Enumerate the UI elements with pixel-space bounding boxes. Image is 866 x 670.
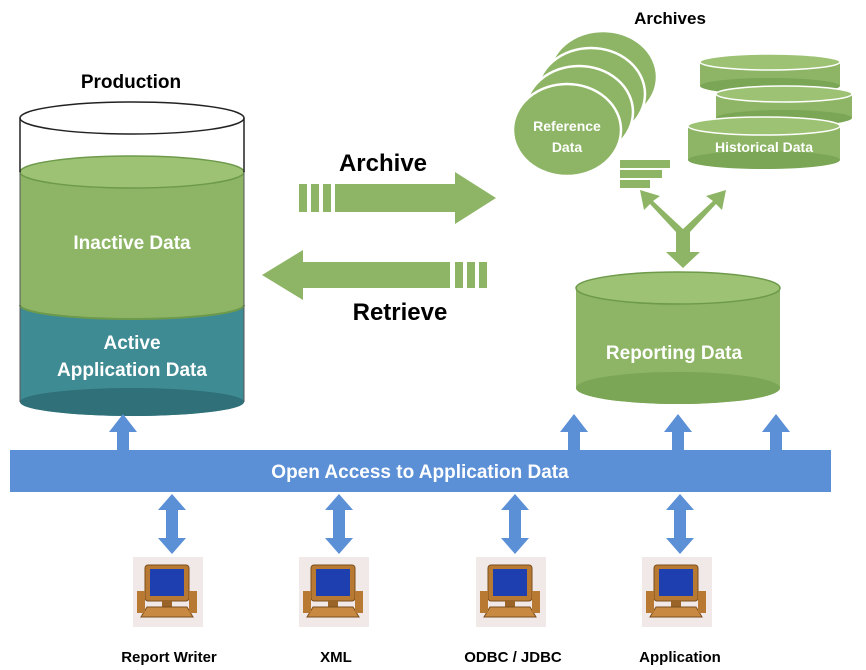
reference-data-label-line2: Data xyxy=(552,139,583,155)
open-access-bar xyxy=(10,450,831,492)
open-access-bar-label: Open Access to Application Data xyxy=(271,462,569,483)
client-label-application: Application xyxy=(639,649,721,666)
reference-data-discs xyxy=(511,29,670,188)
archives-title: Archives xyxy=(634,9,706,28)
production-title: Production xyxy=(81,72,181,93)
client-odbc-jdbc xyxy=(476,557,546,627)
active-data-segment xyxy=(20,305,244,416)
merge-arrow xyxy=(640,190,726,268)
active-data-label-line2: Application Data xyxy=(57,360,207,381)
archive-arrow xyxy=(299,172,496,224)
reference-data-label-line1: Reference xyxy=(533,118,601,134)
active-data-label-line1: Active xyxy=(103,333,160,354)
computer-icon xyxy=(642,557,712,627)
inactive-data-label: Inactive Data xyxy=(73,233,191,254)
reporting-data-cylinder xyxy=(575,271,781,404)
reporting-data-label: Reporting Data xyxy=(606,343,743,364)
client-xml xyxy=(299,557,369,627)
production-cylinder xyxy=(19,101,245,416)
inactive-data-segment xyxy=(20,172,244,319)
client-label-xml: XML xyxy=(320,649,352,666)
historical-data-stack xyxy=(687,53,853,169)
client-report-writer xyxy=(133,557,203,627)
client-connector-arrows xyxy=(158,494,694,554)
computer-icon xyxy=(476,557,546,627)
archive-arrow-label: Archive xyxy=(339,150,427,177)
computer-icon xyxy=(133,557,203,627)
historical-data-label: Historical Data xyxy=(715,139,813,155)
computer-icon xyxy=(299,557,369,627)
retrieve-arrow xyxy=(262,250,487,300)
retrieve-arrow-label: Retrieve xyxy=(353,299,448,326)
bar-up-arrows xyxy=(109,414,790,452)
client-label-report-writer: Report Writer xyxy=(121,649,217,666)
client-application xyxy=(642,557,712,627)
client-label-odbc-jdbc: ODBC / JDBC xyxy=(464,649,562,666)
